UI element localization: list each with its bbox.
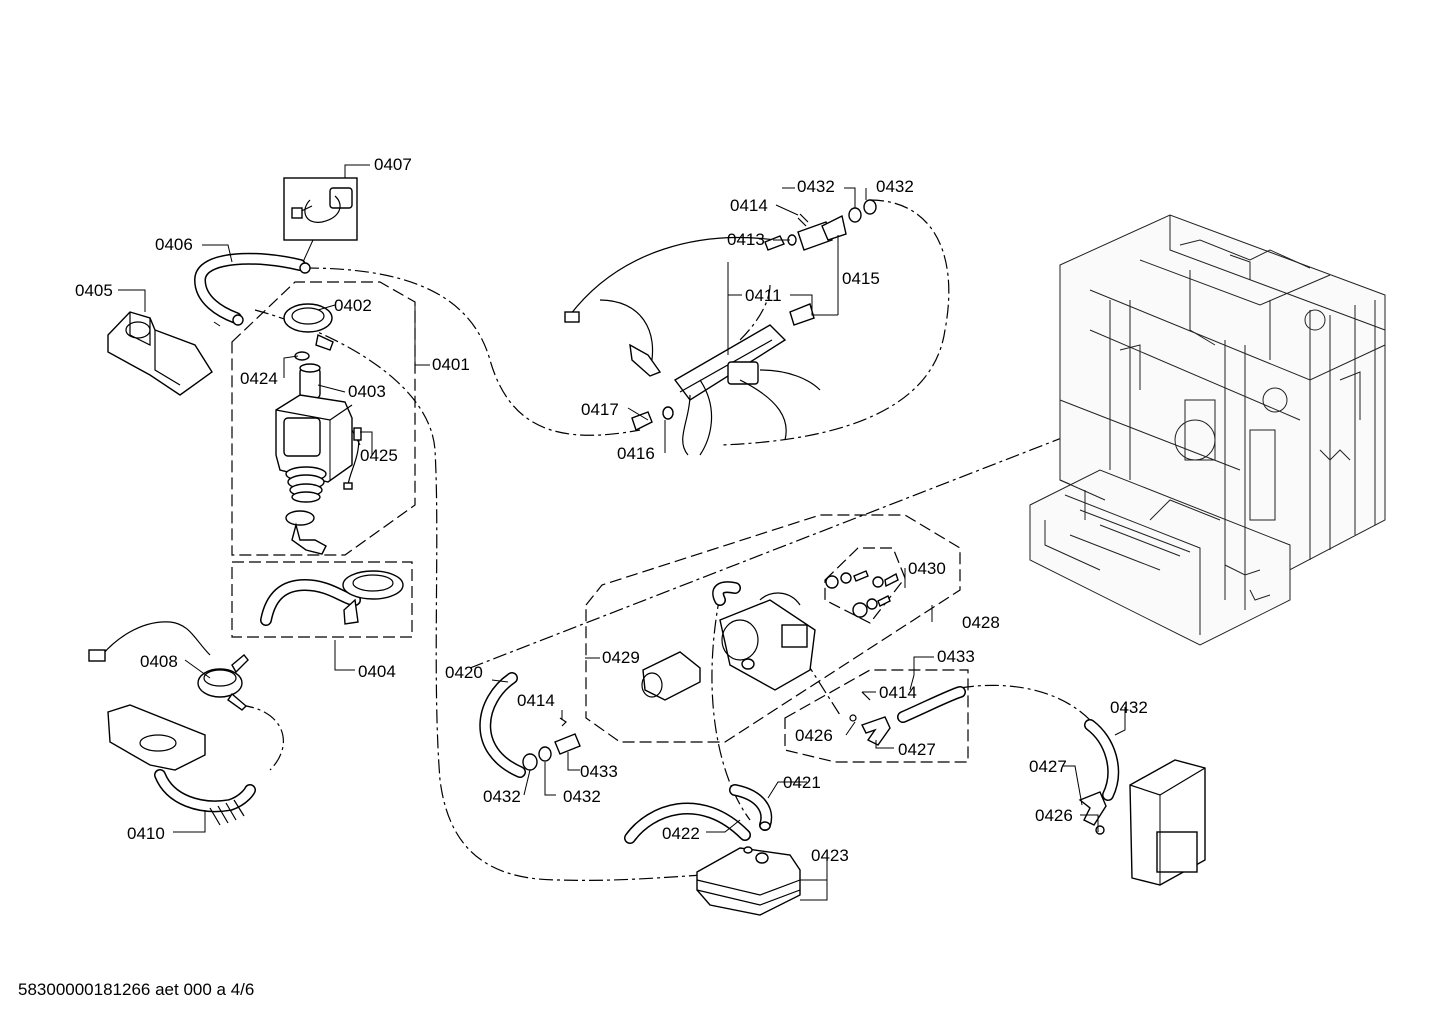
label-0403: 0403 xyxy=(348,382,386,401)
part-labels: 0407 0406 0405 0402 0401 0424 0403 0425 … xyxy=(75,155,1148,865)
label-0426-a: 0426 xyxy=(795,726,833,745)
label-0411: 0411 xyxy=(745,286,782,305)
label-0423: 0423 xyxy=(811,846,849,865)
drain-0421-0423 xyxy=(624,784,801,916)
tank-0410 xyxy=(107,704,256,826)
elbow-fittings xyxy=(849,686,966,746)
label-0432-a: 0432 xyxy=(797,177,835,196)
label-0420: 0420 xyxy=(445,663,483,682)
valve-0428 xyxy=(641,581,816,701)
leader-lines xyxy=(118,164,1126,901)
label-0415: 0415 xyxy=(842,269,880,288)
pump-group-outline xyxy=(231,281,416,556)
pump-assembly xyxy=(275,303,362,555)
label-0427-b: 0427 xyxy=(1029,757,1067,776)
label-0416: 0416 xyxy=(617,444,655,463)
label-0421: 0421 xyxy=(783,773,821,792)
label-0402: 0402 xyxy=(334,296,372,315)
hose-group-outline xyxy=(231,561,413,638)
label-0410: 0410 xyxy=(127,824,165,843)
machine-frame xyxy=(1029,214,1386,646)
label-0407: 0407 xyxy=(374,155,412,174)
label-0404: 0404 xyxy=(358,662,396,681)
screws-0430 xyxy=(825,570,899,618)
right-module xyxy=(1078,719,1206,886)
clamp-detail xyxy=(283,177,358,263)
label-0405: 0405 xyxy=(75,281,113,300)
label-0426-b: 0426 xyxy=(1035,806,1073,825)
label-0414-c: 0414 xyxy=(517,691,555,710)
label-0432-d: 0432 xyxy=(563,787,601,806)
label-0414-b: 0414 xyxy=(879,683,917,702)
hose-0420 xyxy=(479,672,581,778)
drawing-code: 58300000181266 aet 000 a 4/6 xyxy=(18,980,255,999)
heater-0411 xyxy=(564,237,821,456)
label-0432-b: 0432 xyxy=(876,177,914,196)
label-0406: 0406 xyxy=(155,235,193,254)
holder-0405 xyxy=(107,311,213,396)
label-0430: 0430 xyxy=(908,559,946,578)
hose-0404 xyxy=(260,570,404,626)
label-0417: 0417 xyxy=(581,400,619,419)
valve-group-outline xyxy=(585,514,961,743)
label-0427-a: 0427 xyxy=(898,740,936,759)
label-0432-c: 0432 xyxy=(483,787,521,806)
label-0408: 0408 xyxy=(140,652,178,671)
label-0413: 0413 xyxy=(727,230,765,249)
hose-0406 xyxy=(193,252,311,327)
label-0433-a: 0433 xyxy=(937,647,975,666)
fittings-top xyxy=(764,199,877,326)
label-0414-a: 0414 xyxy=(730,196,768,215)
flowmeter-0408 xyxy=(88,621,249,711)
label-0429: 0429 xyxy=(602,648,640,667)
label-0401: 0401 xyxy=(432,355,470,374)
label-0425: 0425 xyxy=(360,446,398,465)
label-0428: 0428 xyxy=(962,613,1000,632)
label-0433-b: 0433 xyxy=(580,762,618,781)
label-0422: 0422 xyxy=(662,824,700,843)
label-0432-e: 0432 xyxy=(1110,698,1148,717)
group-outlines xyxy=(231,281,969,763)
label-0424: 0424 xyxy=(240,369,278,388)
